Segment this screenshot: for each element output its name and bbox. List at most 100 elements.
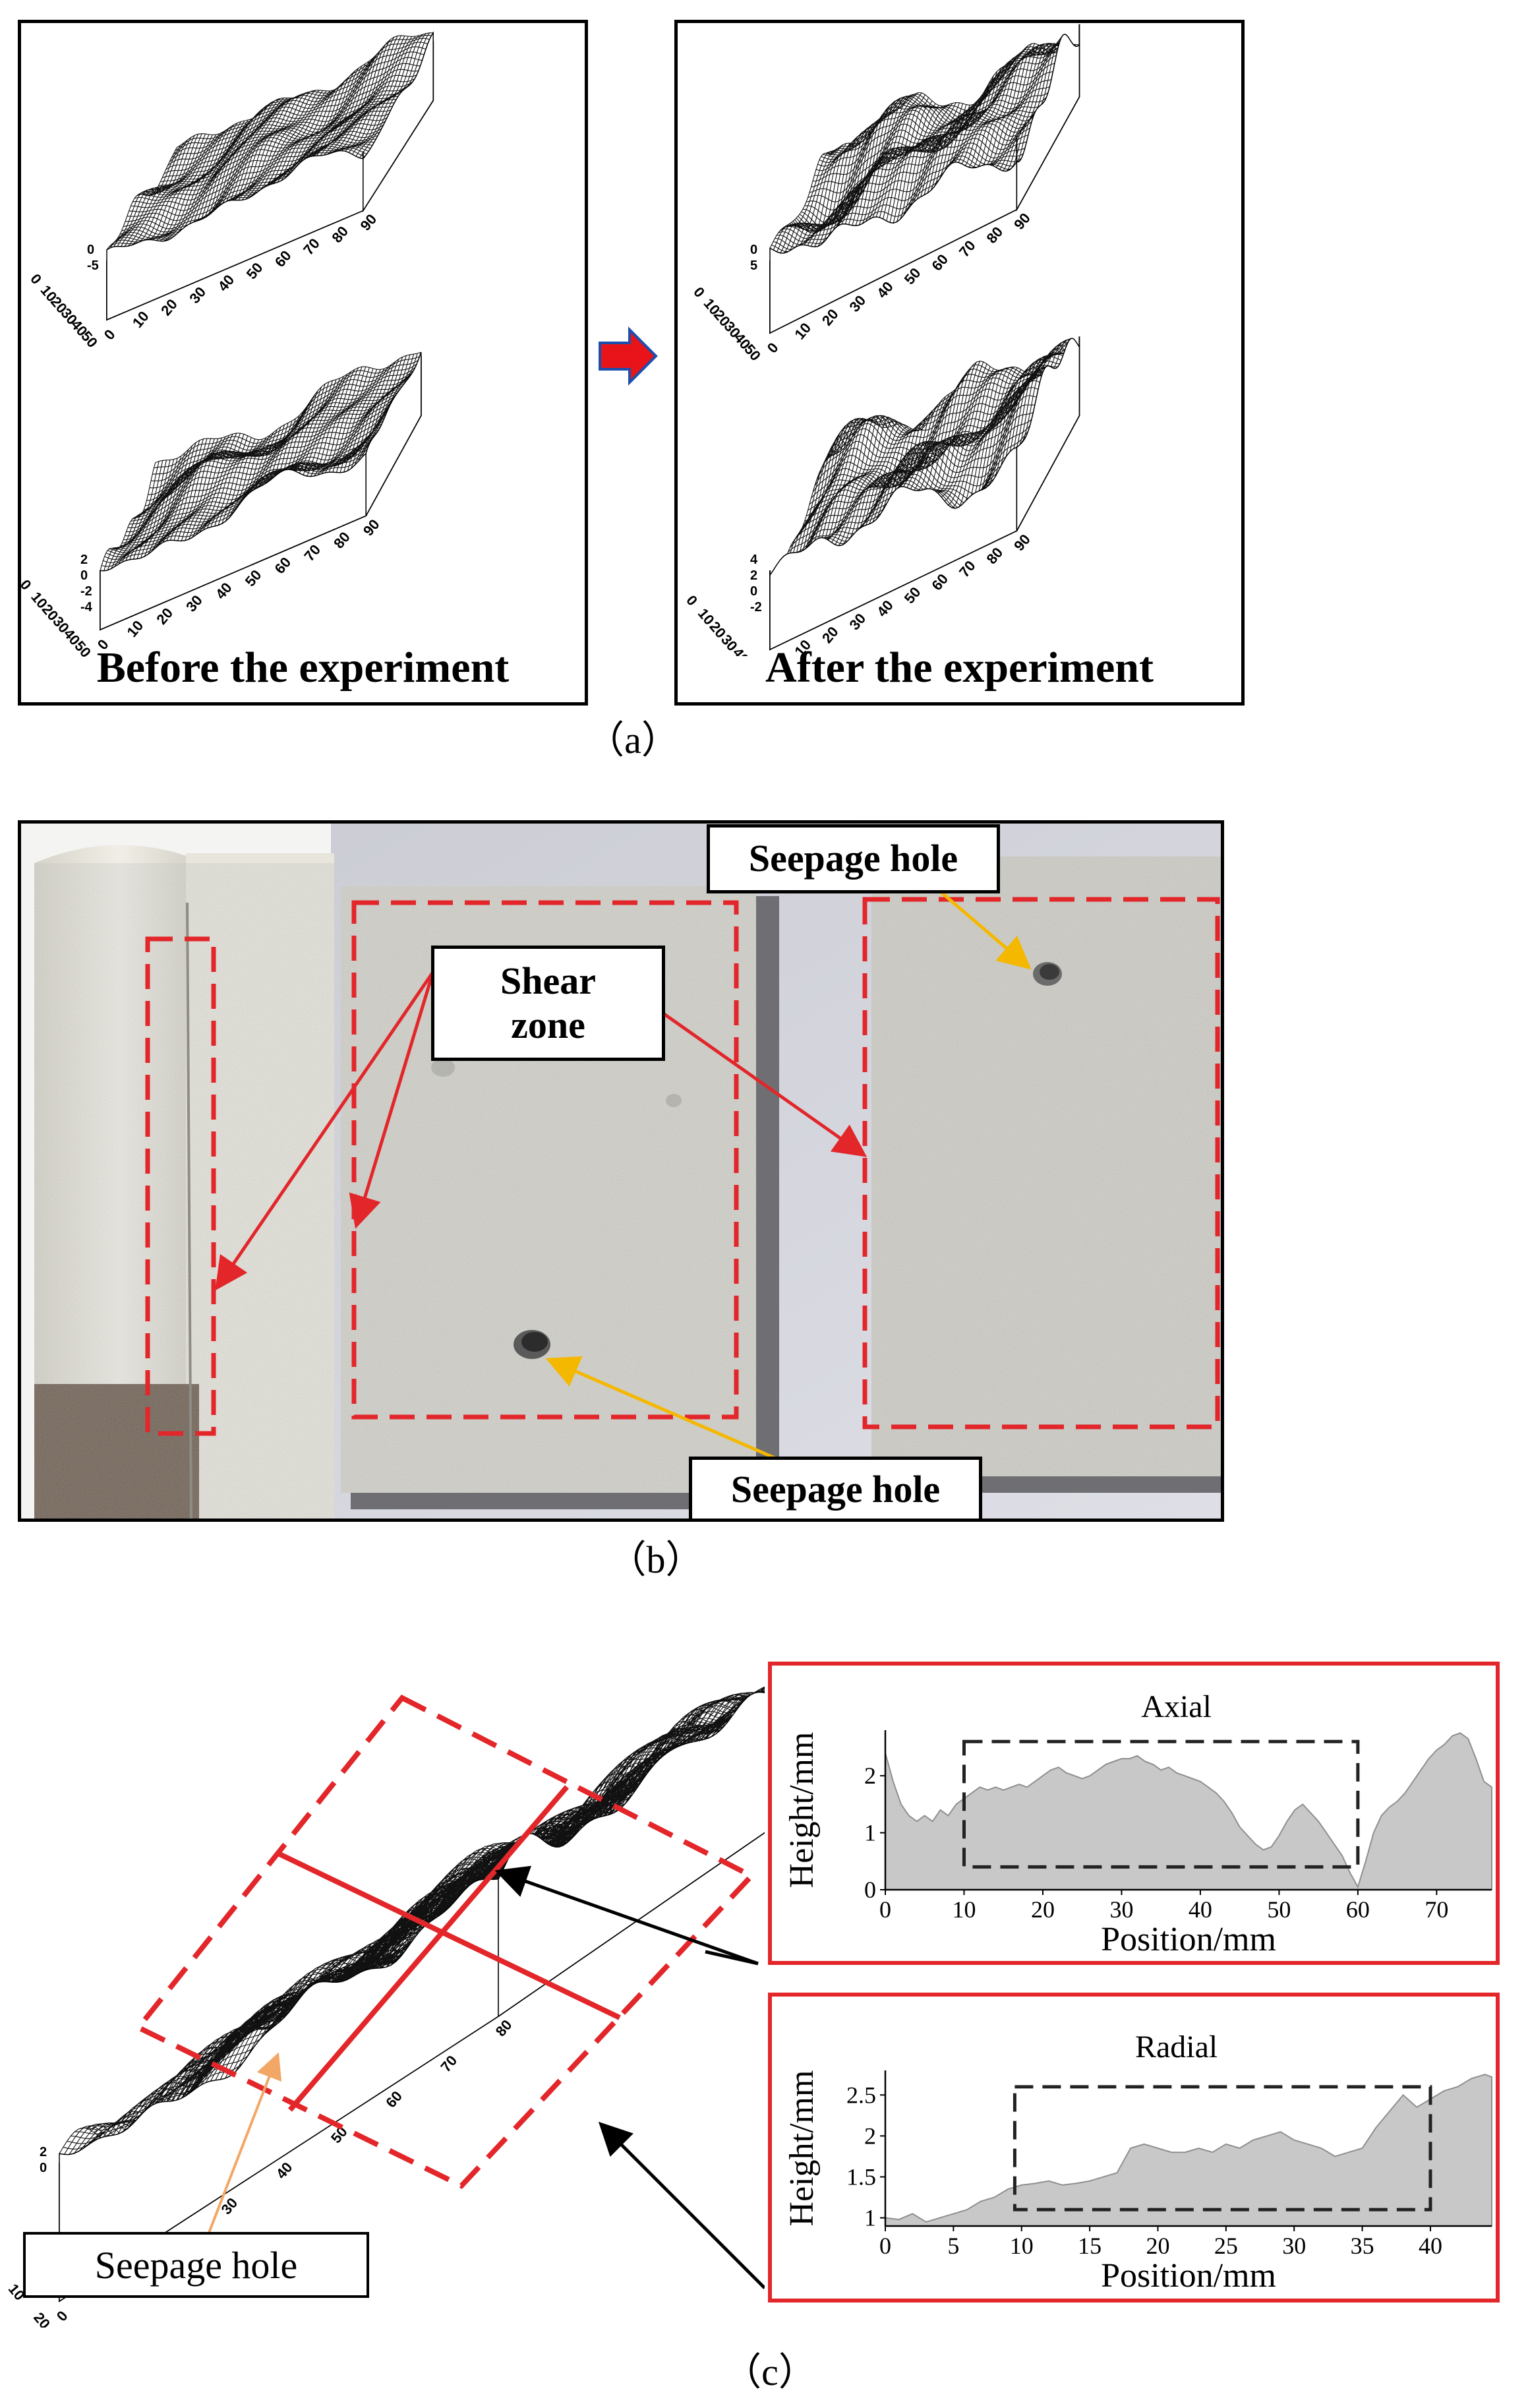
x-tick-label: 20	[1146, 2233, 1169, 2259]
after-bottom-ztick: -2	[750, 600, 762, 615]
after-bottom-xtick: 50	[901, 584, 924, 607]
surface-after-bottom: 010203040506070809001020304050420-2	[683, 336, 1080, 656]
x-tick-label: 0	[879, 1896, 891, 1923]
shear-zone-box-right	[862, 897, 1220, 1430]
highlight-box	[962, 1739, 1360, 1869]
specimen-photo: Seepage hole Shear zone Seepage hole	[18, 820, 1224, 1522]
y-tick-label: 2	[864, 2122, 876, 2149]
arrow-right-icon	[599, 326, 658, 386]
area-series	[885, 1732, 1492, 1890]
after-top-xtick: 50	[901, 264, 924, 287]
after-bottom-xtick: 90	[1011, 531, 1034, 554]
after-bottom-ztick: 4	[750, 553, 758, 567]
x-tick-label: 40	[1419, 2233, 1442, 2259]
after-bottom-ztick: 2	[750, 568, 757, 583]
x-tick-label: 40	[1189, 1896, 1212, 1923]
before-top-ytick: 0	[27, 270, 45, 287]
x-tick-label: 0	[879, 2233, 891, 2259]
chart-title: Radial	[1135, 2030, 1218, 2064]
y-tick-label: 2.5	[846, 2082, 876, 2108]
x-tick-label: 5	[947, 2233, 959, 2259]
y-tick-label: 0	[864, 1877, 876, 1903]
label-c: （c）	[723, 2351, 817, 2393]
before-top-xtick: 80	[328, 223, 351, 246]
analysis-region-outline	[134, 1694, 756, 2189]
callout-shear-zone: Shear zone	[431, 946, 665, 1061]
after-bottom-xtick: 30	[846, 610, 869, 633]
before-bottom-xtick: 70	[301, 541, 324, 564]
after-top-xtick: 40	[873, 278, 896, 301]
before-top-xtick: 70	[300, 235, 323, 258]
x-tick-label: 10	[1010, 2233, 1034, 2259]
caption-after: After the experiment	[765, 644, 1154, 692]
before-bottom-xtick: 60	[271, 554, 294, 577]
after-top-xtick: 60	[928, 251, 951, 274]
y-tick-label: 1	[864, 2205, 876, 2231]
x-tick-label: 50	[1267, 1896, 1291, 1923]
surface-c-xtick: 70	[437, 2052, 460, 2075]
before-top-ztick: 0	[87, 243, 94, 257]
axial-profile-line	[287, 1785, 570, 2112]
y-tick-label: 1.5	[846, 2163, 876, 2190]
x-tick-label: 30	[1109, 1896, 1133, 1923]
before-bottom-ztick: 0	[80, 568, 88, 583]
x-tick-label: 20	[1031, 1896, 1055, 1923]
surface-c-ztick: 0	[40, 2161, 47, 2175]
label-b: （b）	[608, 1538, 704, 1581]
x-tick-label: 15	[1078, 2233, 1102, 2259]
y-axis-label: Height/mm	[783, 1732, 821, 1888]
before-top-xtick: 20	[158, 296, 181, 319]
surface-c-ztick: 2	[40, 2145, 47, 2159]
before-bottom-ztick: -4	[80, 600, 93, 615]
label-seepage-hole-c: Seepage hole	[23, 2232, 369, 2298]
before-bottom-xtick: 30	[183, 592, 206, 615]
callout-seepage-hole-bottom: Seepage hole	[689, 1457, 982, 1519]
after-top-ytick: 0	[690, 284, 708, 300]
surface-c-ytick: 20	[30, 2309, 53, 2328]
surface-c-xtick: 60	[382, 2088, 405, 2111]
before-top-xtick: 60	[272, 247, 295, 270]
shear-zone-box-left	[145, 936, 216, 1436]
radial-profile-line	[276, 1850, 621, 2020]
before-bottom-xtick: 90	[360, 516, 383, 539]
before-top-xtick: 40	[214, 272, 237, 295]
before-bottom-ztick: 2	[80, 553, 88, 567]
before-bottom-xtick: 40	[212, 580, 235, 603]
before-top-xtick: 50	[243, 259, 266, 282]
x-tick-label: 10	[952, 1896, 976, 1923]
before-top-ztick: -5	[87, 258, 99, 273]
after-top-xtick: 70	[956, 237, 979, 260]
after-bottom-xtick: 60	[928, 570, 951, 593]
before-bottom-xtick: 80	[330, 529, 353, 552]
chart-title: Axial	[1141, 1689, 1212, 1724]
before-bottom-ytick: 0	[21, 576, 35, 593]
before-bottom-xtick: 10	[123, 617, 146, 640]
surface-c-xtick: 80	[492, 2016, 515, 2039]
before-top-xtick: 90	[357, 211, 380, 234]
x-tick-label: 35	[1351, 2233, 1374, 2259]
after-top-ztick: 0	[750, 243, 757, 257]
after-bottom-xtick: 70	[956, 557, 979, 580]
after-bottom-ytick: 0	[683, 592, 701, 609]
after-top-xtick: 80	[983, 224, 1006, 247]
callout-seepage-hole-top: Seepage hole	[707, 824, 1000, 893]
before-bottom-xtick: 20	[153, 605, 176, 628]
area-series	[885, 2074, 1492, 2227]
x-tick-label: 70	[1425, 1896, 1448, 1923]
caption-before: Before the experiment	[96, 644, 510, 692]
x-axis-label: Position/mm	[1101, 2257, 1276, 2295]
before-bottom-ztick: -2	[80, 584, 92, 599]
surface-seepage: 010203040506070800102020	[5, 1686, 765, 2328]
highlight-box	[1013, 2085, 1432, 2212]
y-tick-label: 1	[864, 1820, 876, 1846]
after-top-xtick: 90	[1011, 210, 1034, 233]
x-axis-label: Position/mm	[1101, 1921, 1276, 1958]
after-bottom-xtick: 40	[873, 597, 896, 620]
